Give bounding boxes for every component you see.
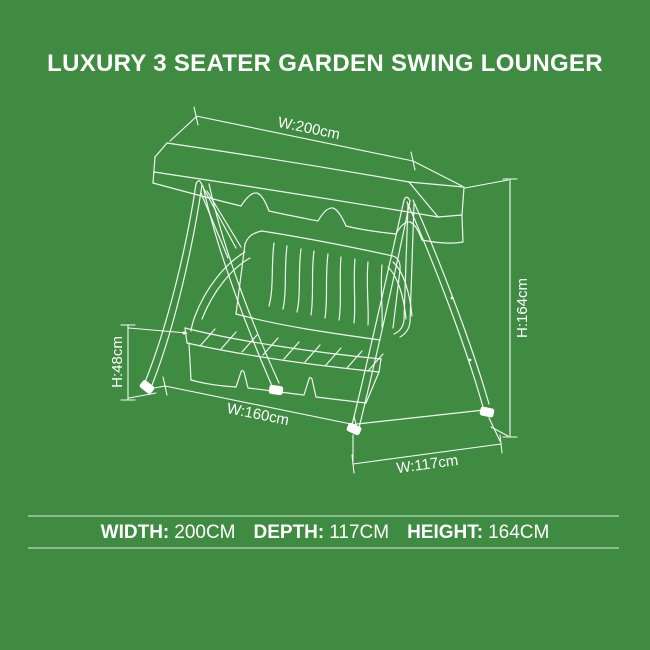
dim-seat-width: W:160cm [153,376,359,435]
spec-width-value: 200CM [174,522,236,543]
foot-caps [139,380,495,436]
dim-canopy-width: W:200cm [169,106,463,187]
canopy-valance [152,182,464,244]
right-a-frame [351,196,490,429]
foot-cap-rear-left [268,384,284,396]
foot-cap-front-left [139,380,155,394]
seat-skirt [188,342,380,404]
dim-depth: W:117cm [351,417,503,477]
dim-seat-width-label: W:160cm [225,400,290,429]
footer-specs: WIDTH:200CM DEPTH:117CM HEIGHT:164CM [0,521,650,545]
spec-depth: DEPTH:117CM [254,521,390,545]
foot-cap-rear-right [479,406,495,418]
footer-divider-top [28,515,619,517]
dim-overall-height-label: H:164cm [514,278,531,338]
spec-width: WIDTH:200CM [101,521,236,545]
spec-height-value: 164CM [488,522,550,543]
spec-width-label: WIDTH: [100,522,170,543]
dim-overall-height: H:164cm [464,178,531,438]
product-title: LUXURY 3 SEATER GARDEN SWING LOUNGER [47,50,603,77]
spec-depth-value: 117CM [329,522,390,543]
dim-depth-label: W:117cm [396,452,460,477]
spec-height: HEIGHT:164CM [407,521,549,545]
seat-cushion [184,313,384,373]
spec-depth-label: DEPTH: [253,522,325,543]
spec-height-label: HEIGHT: [407,522,484,543]
dim-seat-height: H:48cm [109,324,188,401]
seat-backrest [190,230,413,332]
dim-seat-height-label: H:48cm [109,336,126,388]
footer-divider-bottom [28,547,619,549]
canopy [152,142,465,244]
